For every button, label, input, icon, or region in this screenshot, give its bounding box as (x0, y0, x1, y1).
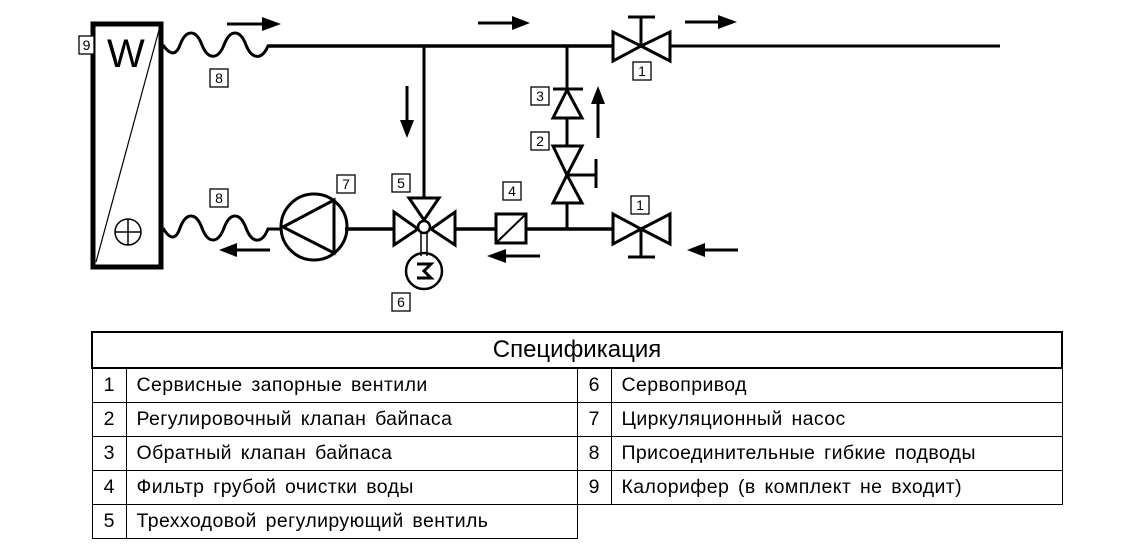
flow-arrow-icon (685, 15, 737, 29)
item-number: 8 (576, 436, 612, 471)
label-three-way-valve: 5 (391, 173, 411, 193)
specification-table: Спецификация 1 Сервисные запорные вентил… (91, 331, 1063, 539)
item-text: Сервисные запорные вентили (125, 367, 578, 403)
svg-text:9: 9 (83, 37, 91, 53)
svg-text:5: 5 (397, 175, 405, 191)
spec-title: Спецификация (91, 331, 1063, 369)
item-text: Сервопривод (610, 367, 1063, 403)
item-text: Калорифер (в комплект не входит) (610, 470, 1063, 505)
item-text: Циркуляционный насос (610, 402, 1063, 437)
label-heater: 9 (78, 35, 95, 55)
flex-hose-top (161, 31, 1000, 58)
flow-arrow-icon (227, 17, 281, 31)
flex-hose-bottom (161, 214, 280, 242)
svg-text:3: 3 (536, 88, 544, 104)
label-shutoff-valve-top: 1 (632, 61, 652, 81)
empty-cell (577, 505, 1062, 539)
item-text: Трехходовой регулирующий вентиль (125, 504, 578, 539)
item-text: Обратный клапан байпаса (125, 436, 578, 471)
label-flex-hose-top: 8 (209, 68, 229, 88)
item-text: Присоединительные гибкие подводы (610, 436, 1063, 471)
label-shutoff-valve-bottom: 1 (630, 195, 650, 215)
table-row: 1 Сервисные запорные вентили 6 Сервоприв… (91, 367, 1063, 403)
balancing-valve-icon (550, 144, 598, 205)
item-text: Фильтр грубой очистки воды (125, 470, 578, 505)
label-filter: 4 (502, 181, 522, 201)
shutoff-valve-top-icon (611, 15, 672, 64)
flow-arrow-icon (478, 16, 530, 30)
item-number: 2 (91, 402, 127, 437)
shutoff-valve-bottom-icon (611, 211, 672, 259)
item-number: 6 (576, 367, 612, 403)
svg-text:1: 1 (638, 63, 646, 79)
item-number: 5 (91, 504, 127, 539)
heater-symbol: W (107, 32, 145, 76)
label-check-valve: 3 (530, 86, 550, 106)
item-number: 9 (576, 470, 612, 505)
label-servo: 6 (391, 292, 411, 312)
label-flex-hose-bottom: 8 (209, 188, 229, 208)
filter-icon (494, 212, 528, 245)
servo-motor-icon (404, 251, 444, 291)
heater-coil-icon (90, 21, 164, 270)
svg-text:8: 8 (215, 70, 223, 86)
item-number: 1 (91, 367, 127, 403)
item-number: 3 (91, 436, 127, 471)
label-balancing-valve: 2 (530, 131, 550, 151)
flow-arrow-icon (687, 243, 738, 257)
item-text: Регулировочный клапан байпаса (125, 402, 578, 437)
svg-text:7: 7 (342, 176, 350, 192)
svg-text:8: 8 (215, 190, 223, 206)
flow-arrow-icon (487, 249, 540, 263)
table-row: 2 Регулировочный клапан байпаса 7 Циркул… (91, 402, 1063, 437)
table-row: 5 Трехходовой регулирующий вентиль (91, 504, 1062, 539)
table-row: 4 Фильтр грубой очистки воды 9 Калорифер… (91, 470, 1063, 505)
item-number: 4 (91, 470, 127, 505)
piping-schematic: W 9 8 8 7 5 6 4 3 2 1 1 (78, 15, 1000, 312)
svg-text:1: 1 (636, 197, 644, 213)
item-number: 7 (576, 402, 612, 437)
flow-arrow-icon (219, 243, 270, 257)
flow-arrow-icon (400, 86, 414, 138)
svg-text:4: 4 (508, 183, 516, 199)
table-row: 3 Обратный клапан байпаса 8 Присоедините… (91, 436, 1063, 471)
svg-text:2: 2 (536, 133, 544, 149)
svg-text:6: 6 (397, 294, 405, 310)
label-pump: 7 (336, 174, 356, 194)
circulation-pump-icon (279, 192, 349, 262)
three-way-valve-icon (392, 196, 457, 256)
flow-arrow-icon (591, 86, 605, 138)
check-valve-icon (550, 86, 585, 120)
